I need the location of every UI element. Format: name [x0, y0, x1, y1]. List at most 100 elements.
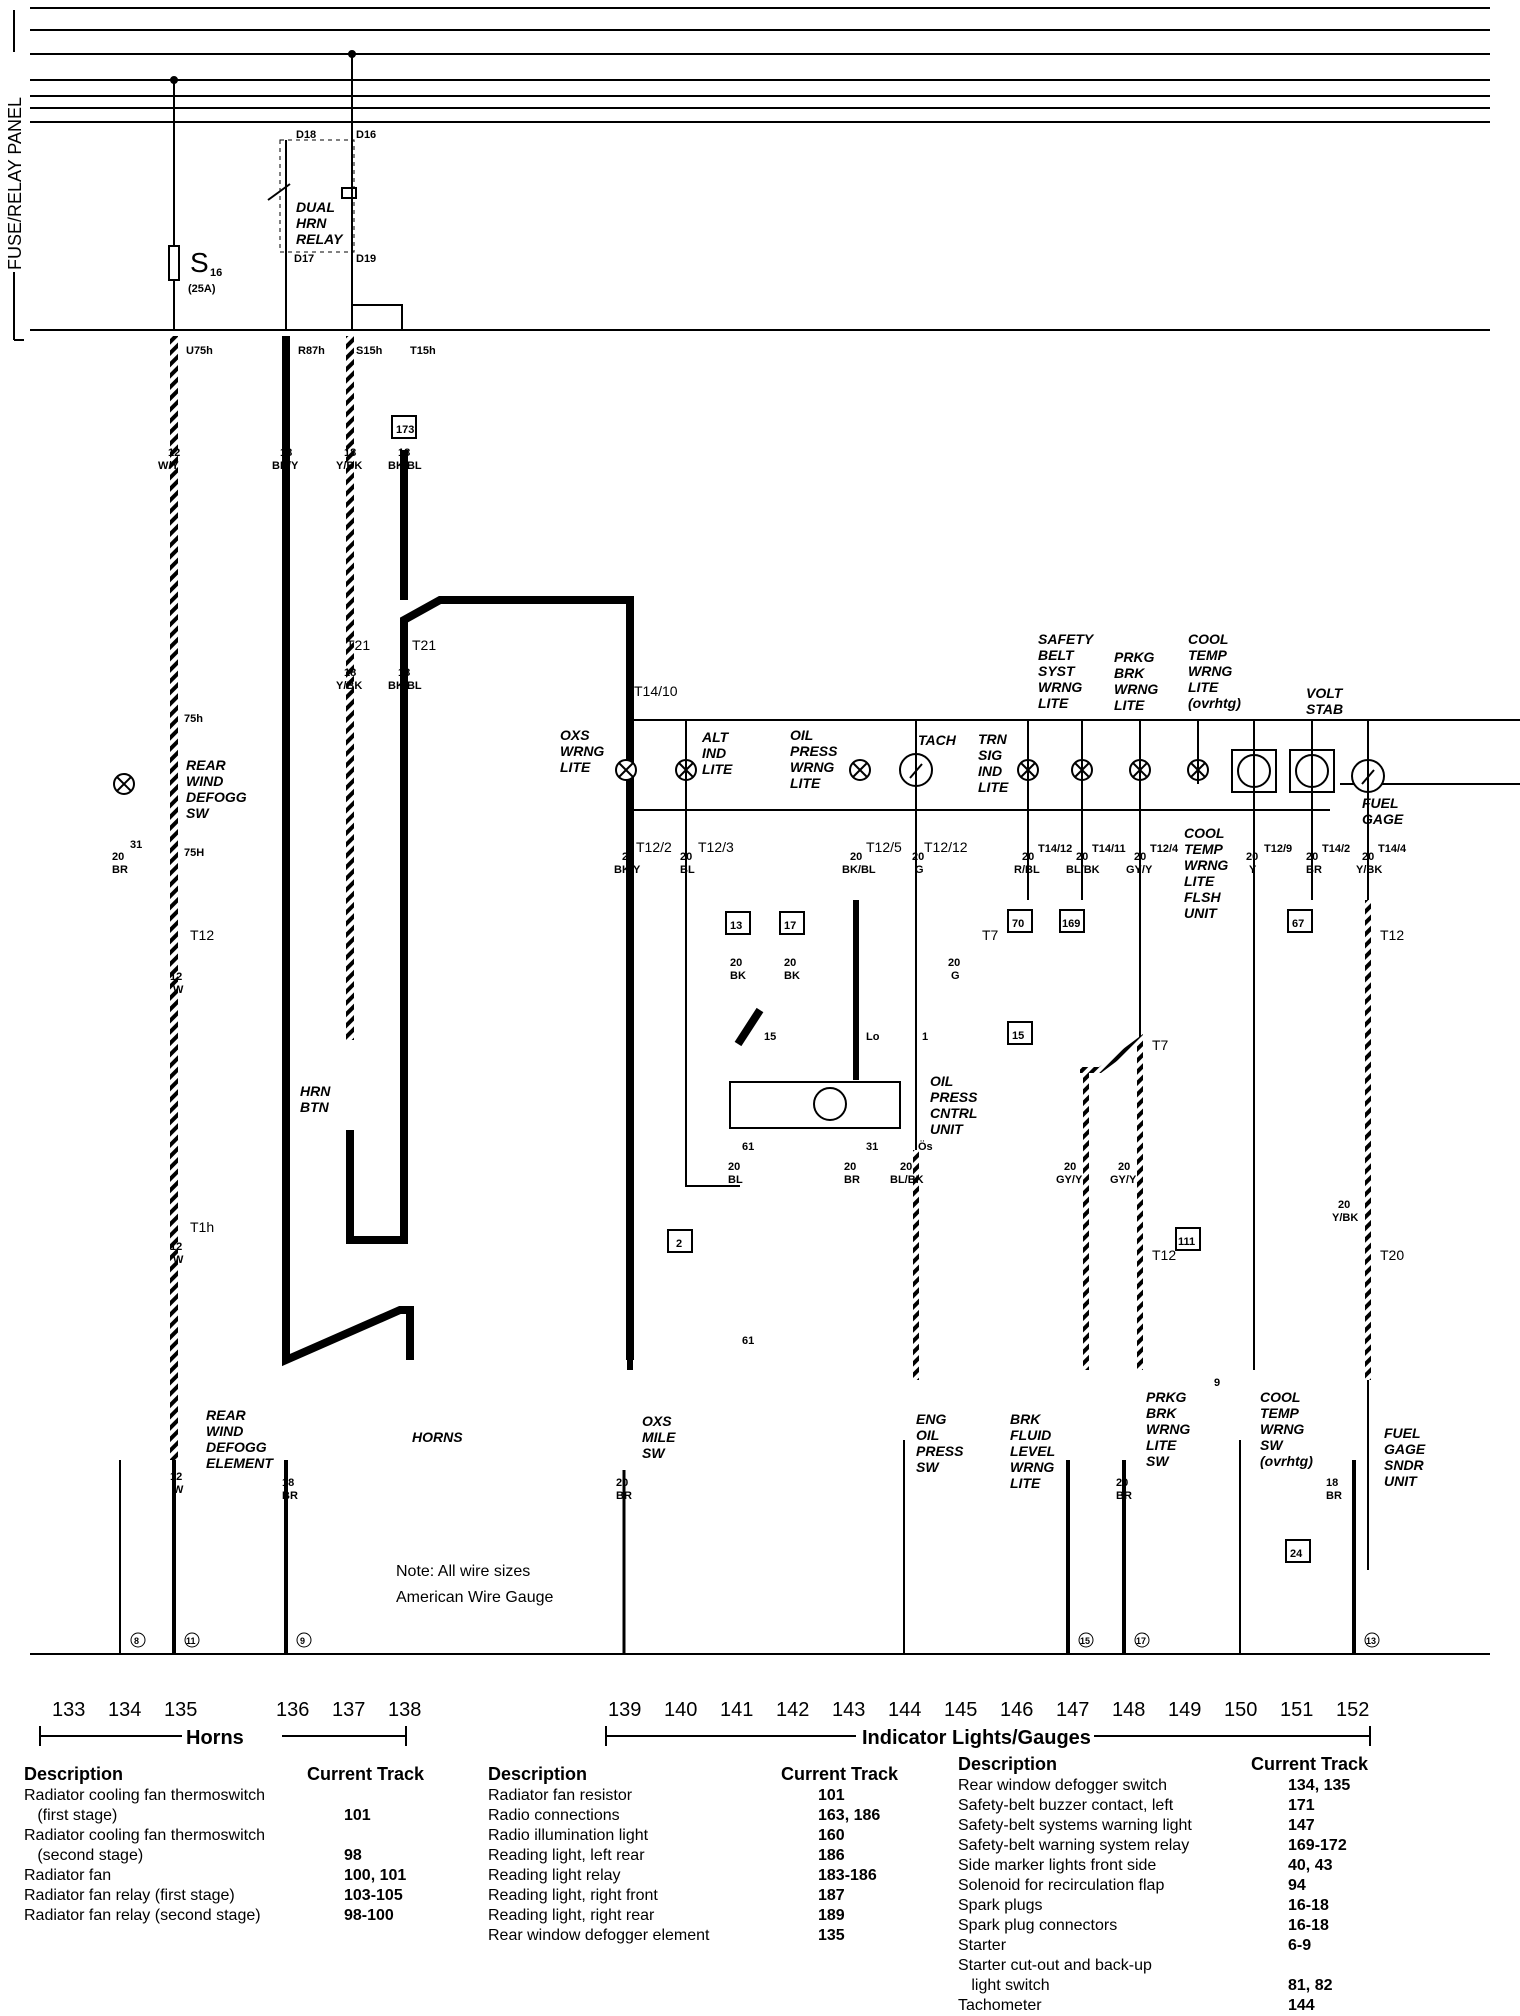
- svg-text:HRN: HRN: [300, 1083, 331, 1099]
- ground-point: 17: [1122, 1460, 1150, 1654]
- track-number: 136: [276, 1699, 309, 1721]
- trn-sig-label: TRN SIG IND LITE: [978, 731, 1009, 795]
- svg-text:BK/Y: BK/Y: [614, 864, 641, 876]
- svg-text:15: 15: [1012, 1030, 1024, 1042]
- svg-text:COOL: COOL: [1260, 1389, 1300, 1405]
- note: Note: All wire sizes American Wire Gauge: [396, 1563, 553, 1606]
- connector-t15h: T15h: [410, 345, 436, 357]
- svg-text:R/BL: R/BL: [1014, 864, 1040, 876]
- svg-text:W: W: [173, 1484, 184, 1496]
- component-labels: OXS WRNG LITE ALT IND LITE OIL PRESS WRN…: [186, 631, 1426, 1491]
- svg-text:DEFOGG: DEFOGG: [206, 1439, 267, 1455]
- section-brackets: [39, 1726, 1371, 1746]
- svg-text:111: 111: [1178, 1236, 1195, 1248]
- svg-text:13: 13: [1366, 1636, 1376, 1646]
- dual-horn-relay: D18 D16 D17 D19 DUAL HRN RELAY: [267, 129, 376, 265]
- svg-text:20: 20: [730, 957, 742, 969]
- defogg-lamp-icon: [113, 773, 135, 795]
- svg-text:Y: Y: [1249, 864, 1257, 876]
- component-wires: [734, 900, 1371, 1380]
- svg-text:BR: BR: [112, 864, 128, 876]
- svg-text:BL: BL: [728, 1174, 743, 1186]
- safety-belt-label: SAFETY BELT SYST WRNG LITE: [1038, 631, 1095, 711]
- prkg-sw-label: PRKG BRK WRNG LITE SW: [1146, 1389, 1190, 1469]
- svg-text:12: 12: [170, 971, 182, 983]
- svg-text:IND: IND: [978, 763, 1002, 779]
- hrn-btn-label: HRN BTN: [300, 1083, 331, 1115]
- svg-text:20: 20: [784, 957, 796, 969]
- svg-text:BRK: BRK: [1010, 1411, 1041, 1427]
- table-header: Description Current Track: [24, 1764, 424, 1784]
- track-number: 150: [1224, 1699, 1257, 1721]
- svg-text:WIND: WIND: [206, 1423, 243, 1439]
- pin-15: 15: [764, 1031, 776, 1043]
- brk-fluid-label: BRK FLUID LEVEL WRNG LITE: [1010, 1411, 1055, 1491]
- connector-75h: 75h: [184, 713, 203, 725]
- svg-text:WRNG: WRNG: [1114, 681, 1158, 697]
- svg-text:20: 20: [1306, 851, 1318, 863]
- box-ref: 173: [391, 415, 417, 439]
- description-header: Description: [488, 1764, 588, 1784]
- svg-text:ELEMENT: ELEMENT: [206, 1455, 274, 1471]
- svg-text:FLSH: FLSH: [1184, 889, 1221, 905]
- svg-text:(ovrhtg): (ovrhtg): [1188, 695, 1241, 711]
- svg-text:BK: BK: [730, 970, 746, 982]
- description-table-2: Description Current Track Radiator fan r…: [488, 1764, 898, 1946]
- track-number: 135: [164, 1699, 197, 1721]
- track-number: 147: [1056, 1699, 1089, 1721]
- svg-text:CNTRL: CNTRL: [930, 1105, 977, 1121]
- svg-text:20: 20: [850, 851, 862, 863]
- rear-defogg-el-label: REAR WIND DEFOGG ELEMENT: [206, 1407, 274, 1471]
- pin-31: 31: [866, 1141, 878, 1153]
- svg-text:BR: BR: [1306, 864, 1322, 876]
- svg-text:20: 20: [728, 1161, 740, 1173]
- svg-text:70: 70: [1012, 918, 1024, 930]
- track-number: 139: [608, 1699, 641, 1721]
- svg-text:WRNG: WRNG: [1146, 1421, 1190, 1437]
- track-number: 143: [832, 1699, 865, 1721]
- table-header: Description Current Track: [958, 1754, 1368, 1774]
- fuse-name: S: [190, 247, 209, 278]
- svg-text:LITE: LITE: [1146, 1437, 1177, 1453]
- connector-t12-12: T12/12: [924, 839, 968, 855]
- svg-text:LEVEL: LEVEL: [1010, 1443, 1055, 1459]
- lamps: [113, 749, 1385, 1129]
- connector-31: 31: [130, 839, 142, 851]
- connector-t7b: T7: [1152, 1037, 1169, 1053]
- wire-label: 20R/BL: [1014, 851, 1040, 876]
- svg-text:BK/BL: BK/BL: [842, 864, 876, 876]
- connector-t12-5: T12/5: [866, 839, 902, 855]
- wire-label: 12W/Y: [158, 447, 180, 472]
- svg-text:COOL: COOL: [1188, 631, 1228, 647]
- description-table-3: Description Current Track Rear window de…: [958, 1754, 1368, 2016]
- svg-text:WRNG: WRNG: [1188, 663, 1232, 679]
- svg-text:LITE: LITE: [1188, 679, 1219, 695]
- prkg-brk-label: PRKG BRK WRNG LITE: [1114, 649, 1158, 713]
- panel-label: FUSE/RELAY PANEL: [5, 97, 25, 270]
- track-number: 134: [108, 1699, 141, 1721]
- ground-point: 13: [1352, 1460, 1380, 1654]
- fuse-s16: S 16 (25A): [168, 245, 222, 295]
- svg-text:20: 20: [616, 1477, 628, 1489]
- cool-sw-label: COOL TEMP WRNG SW (ovrhtg): [1260, 1389, 1313, 1469]
- wire-label: 20Y/BK: [1356, 851, 1382, 876]
- track-number: 141: [720, 1699, 753, 1721]
- svg-text:(ovrhtg): (ovrhtg): [1260, 1453, 1313, 1469]
- cool-flsh-label: COOL TEMP WRNG LITE FLSH UNIT: [1184, 825, 1228, 921]
- table-row: Radiator cooling fan thermoswitch: [24, 1827, 266, 1844]
- svg-text:BL: BL: [680, 864, 695, 876]
- alt-ind-label: ALT IND LITE: [701, 729, 733, 777]
